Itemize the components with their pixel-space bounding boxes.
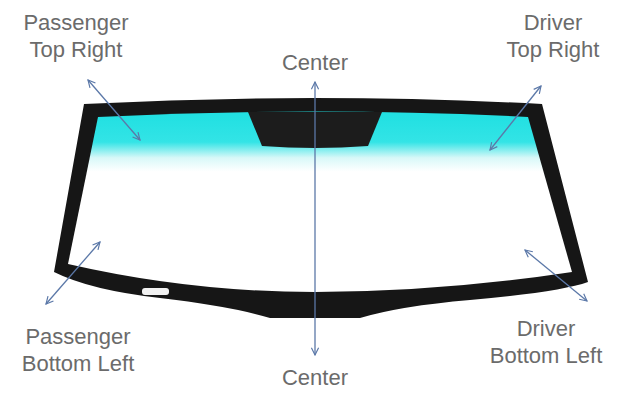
region-label: Center [281,49,350,76]
glass-tag [142,288,169,295]
leader-arrow [46,242,100,304]
windshield-frame [54,98,588,318]
leader-arrow [314,82,315,355]
leader-arrow [490,86,541,150]
region-label: Driver Bottom Left [489,315,604,369]
leader-arrow [525,250,587,301]
region-label: Center [281,364,350,391]
region-label: Passenger Top Right [22,9,130,63]
windshield-glass [68,112,572,293]
region-label: Driver Top Right [506,9,601,63]
region-label: Passenger Bottom Left [21,323,136,377]
leader-arrow [88,80,140,140]
